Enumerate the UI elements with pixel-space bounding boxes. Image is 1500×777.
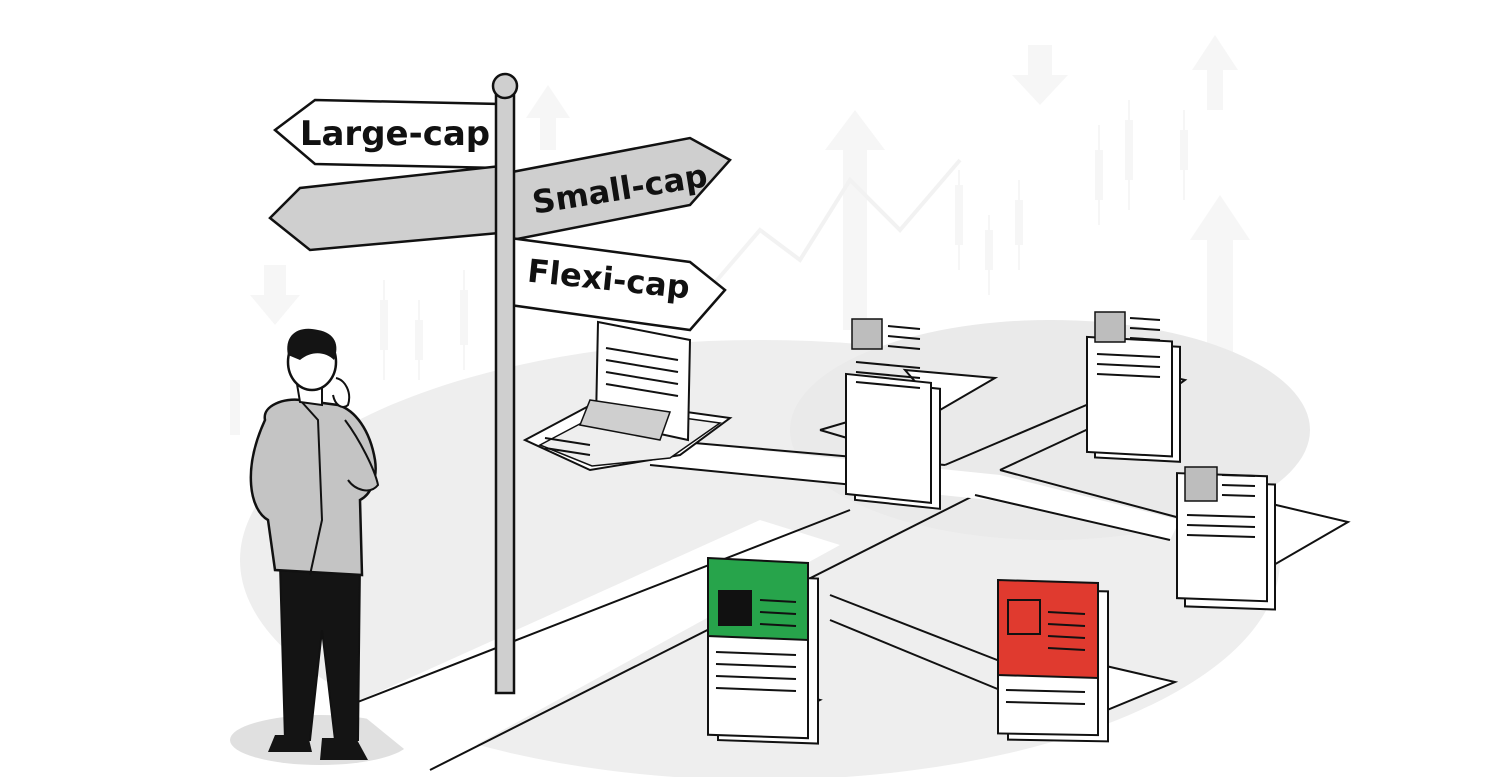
signpost-cap <box>491 72 519 100</box>
background-market-chart <box>230 35 1250 435</box>
signpost-pole <box>494 86 516 695</box>
sign-flexi-cap: Flexi-cap <box>508 236 727 332</box>
sign-small-cap: Small-cap <box>268 136 732 252</box>
document-stack-open-near-pole <box>522 320 733 472</box>
document-stack-top-right <box>1086 311 1188 463</box>
signpost: Large-cap Small-cap Flexi-cap <box>268 72 732 695</box>
document-stack-red <box>997 578 1179 743</box>
document-stack-top-center <box>845 318 999 510</box>
thinking-man <box>249 328 380 760</box>
document-stack-right <box>1176 466 1351 611</box>
sign-large-cap: Large-cap <box>272 98 502 170</box>
document-stack-green <box>707 556 823 745</box>
sign-large-cap-label: Large-cap <box>300 114 490 154</box>
